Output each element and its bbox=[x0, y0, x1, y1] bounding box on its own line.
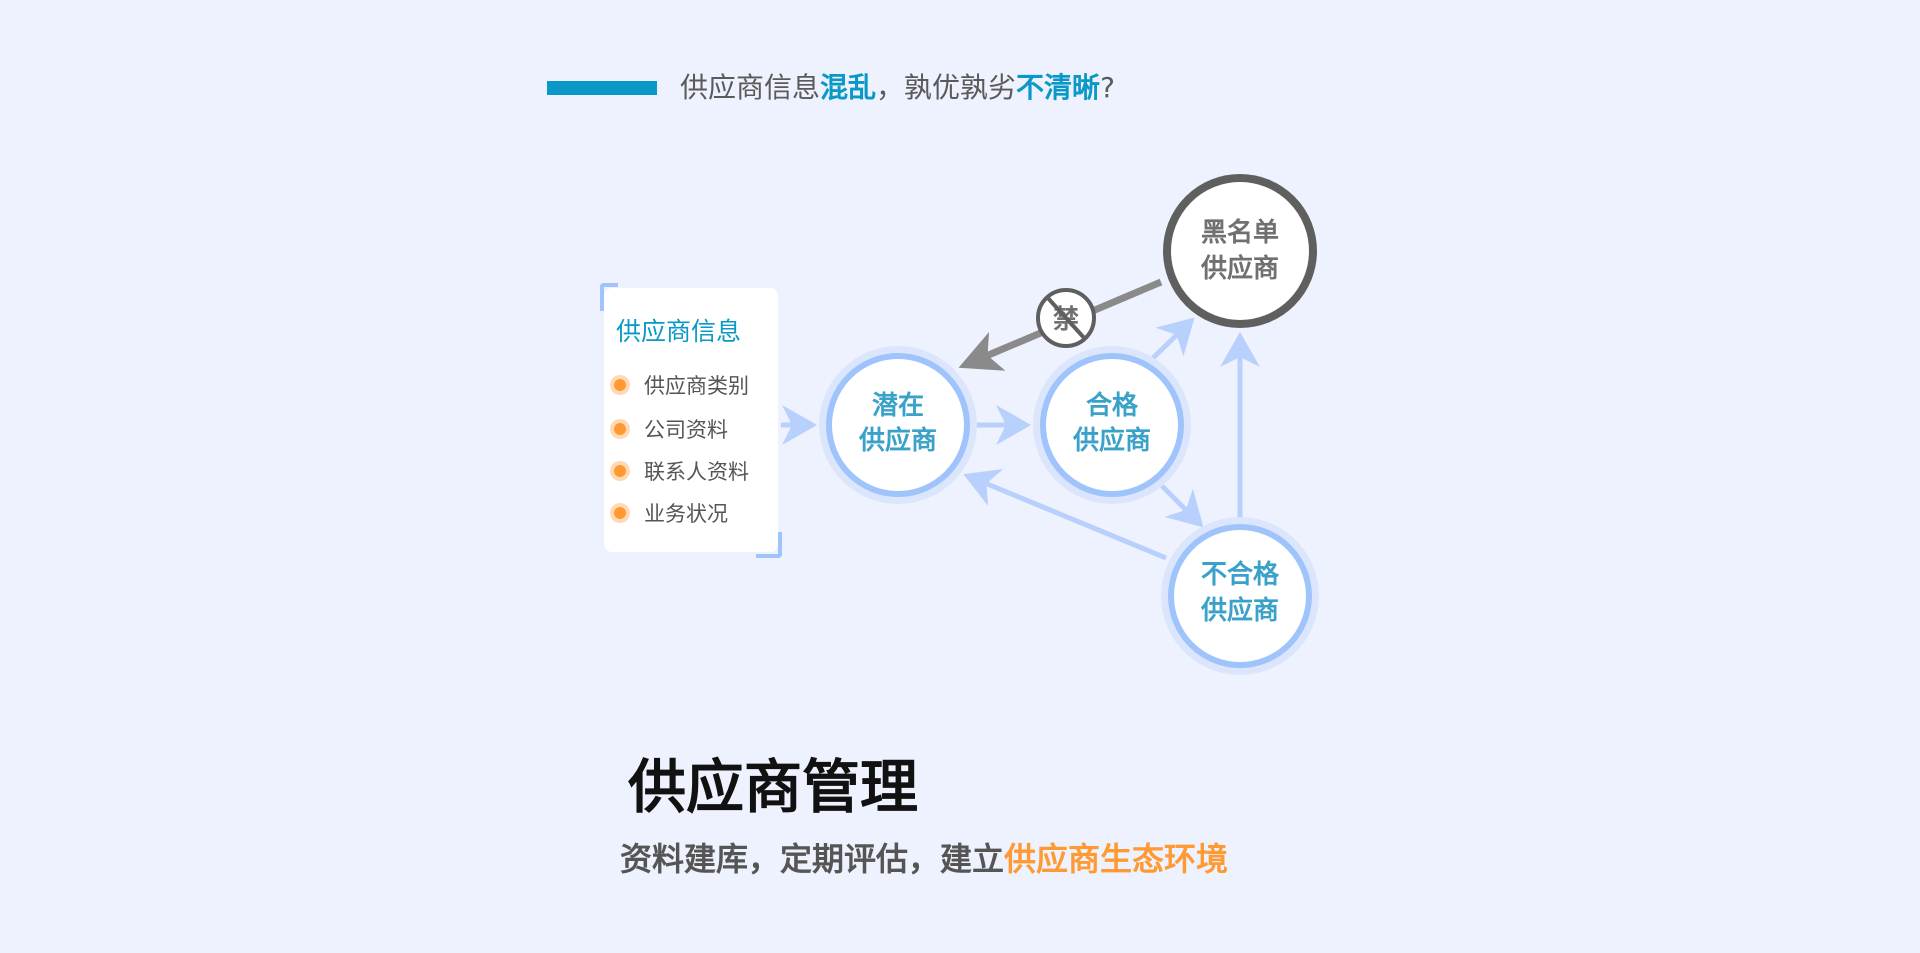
node-label: 供应商 bbox=[858, 425, 937, 456]
subtitle-text: 资料建库，定期评估，建立 bbox=[620, 840, 1005, 878]
node-label: 供应商 bbox=[1072, 425, 1151, 456]
heading-highlight: 不清晰 bbox=[1016, 71, 1101, 104]
node-qualified: 合格 供应商 bbox=[1033, 346, 1191, 504]
forbidden-icon: 禁 bbox=[1036, 288, 1096, 348]
bullet-icon bbox=[614, 379, 626, 391]
list-item: 公司资料 bbox=[612, 414, 728, 444]
list-item-label: 公司资料 bbox=[644, 418, 728, 442]
card-title: 供应商信息 bbox=[616, 317, 742, 346]
list-item: 业务状况 bbox=[612, 498, 728, 528]
card-corner-decoration bbox=[756, 532, 782, 558]
arrow-unqualified-to-potential bbox=[963, 469, 1167, 561]
list-item-label: 供应商类别 bbox=[644, 374, 749, 398]
card-corner-decoration bbox=[600, 283, 618, 311]
node-label: 不合格 bbox=[1201, 559, 1280, 590]
heading-text: 供应商信息 bbox=[680, 71, 821, 104]
node-unqualified: 不合格 供应商 bbox=[1161, 517, 1319, 675]
heading-highlight: 混乱 bbox=[820, 71, 877, 104]
heading: 供应商信息混乱，孰优孰劣不清晰? bbox=[680, 70, 1115, 106]
heading-text: ? bbox=[1100, 71, 1115, 104]
list-item: 联系人资料 bbox=[612, 456, 749, 486]
bullet-icon bbox=[614, 507, 626, 519]
bullet-icon bbox=[614, 465, 626, 477]
node-label: 合格 bbox=[1086, 390, 1139, 421]
page-title: 供应商管理 bbox=[628, 753, 919, 821]
node-potential: 潜在 供应商 bbox=[819, 346, 977, 504]
node-label: 供应商 bbox=[1200, 253, 1279, 284]
node-label: 潜在 bbox=[872, 391, 924, 421]
supplier-info-card bbox=[604, 288, 778, 552]
page-subtitle: 资料建库，定期评估，建立供应商生态环境 bbox=[620, 834, 1228, 880]
node-label: 供应商 bbox=[1200, 595, 1279, 626]
list-item-label: 联系人资料 bbox=[644, 460, 749, 484]
arrow-qualified-to-blacklist bbox=[1151, 317, 1195, 360]
node-label: 黑名单 bbox=[1201, 217, 1279, 248]
bullet-icon bbox=[614, 423, 626, 435]
heading-text: ，孰优孰劣 bbox=[876, 71, 1017, 104]
node-blacklist: 黑名单 供应商 bbox=[1163, 174, 1317, 328]
subtitle-highlight: 供应商生态环境 bbox=[1004, 840, 1229, 878]
list-item-label: 业务状况 bbox=[644, 502, 728, 526]
heading-accent-bar bbox=[547, 81, 657, 95]
list-item: 供应商类别 bbox=[612, 370, 749, 400]
arrow-qualified-to-unqualified bbox=[1159, 483, 1204, 528]
